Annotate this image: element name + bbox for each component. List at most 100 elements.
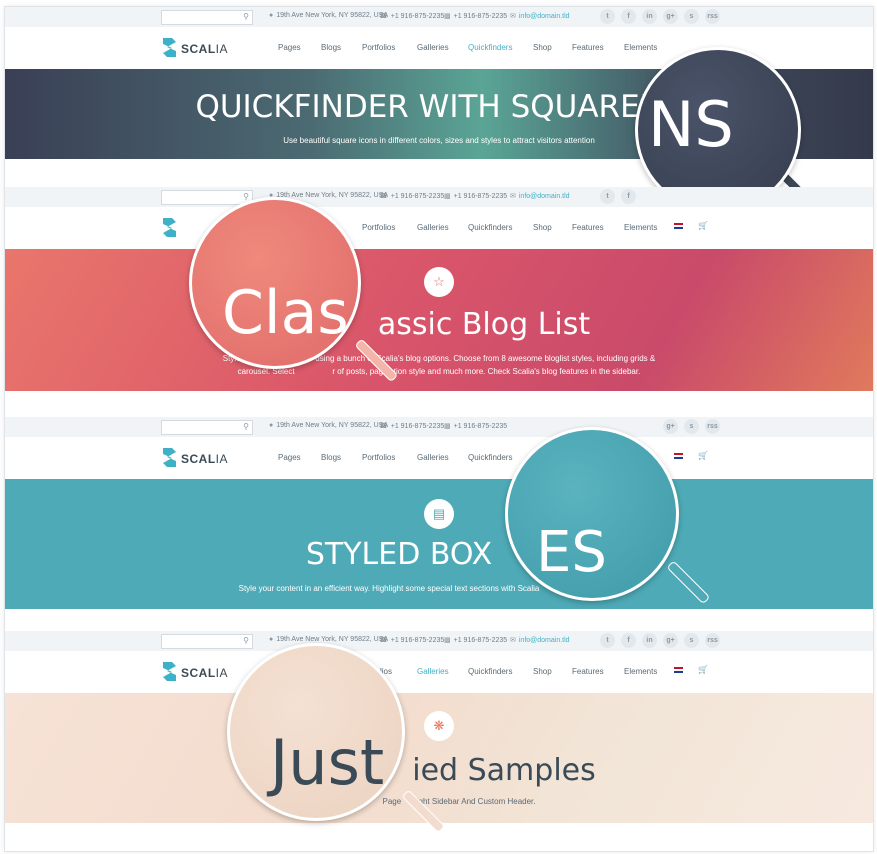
googleplus-icon[interactable]: g+ <box>663 419 678 434</box>
mail-icon: ✉ <box>510 637 516 644</box>
address-text: ●19th Ave New York, NY 95822, USA <box>269 636 389 643</box>
lens-text: NS <box>648 88 734 161</box>
twitter-icon[interactable]: t <box>600 633 615 648</box>
search-input[interactable]: ⚲ <box>161 420 253 435</box>
phone-text: ☎+1 916-875-2235 <box>379 637 445 644</box>
nav-pages[interactable]: Pages <box>278 43 301 52</box>
top-bar: ⚲ ●19th Ave New York, NY 95822, USA ☎+1 … <box>5 7 873 27</box>
nav-portfolios[interactable]: Portfolios <box>362 223 396 232</box>
stumbleupon-icon[interactable]: s <box>684 9 699 24</box>
language-flag-icon[interactable] <box>674 223 683 229</box>
twitter-icon[interactable]: t <box>600 9 615 24</box>
search-input[interactable]: ⚲ <box>161 190 253 205</box>
styled-boxes-banner: ▤ STYLED BOX Style your content in an ef… <box>5 479 873 609</box>
fax-icon: ▩ <box>444 193 451 200</box>
twitter-icon[interactable]: t <box>600 189 615 204</box>
googleplus-icon[interactable]: g+ <box>663 633 678 648</box>
logo-icon[interactable] <box>163 448 176 467</box>
cart-icon[interactable]: 🛒 <box>698 221 708 230</box>
facebook-icon[interactable]: f <box>621 9 636 24</box>
logo-icon[interactable] <box>163 662 176 681</box>
email-link[interactable]: ✉info@domain.tld <box>510 637 570 644</box>
language-flag-icon[interactable] <box>674 453 683 459</box>
facebook-icon[interactable]: f <box>621 633 636 648</box>
nav-quickfinders[interactable]: Quickfinders <box>468 667 513 676</box>
stumbleupon-icon[interactable]: s <box>684 633 699 648</box>
nav-elements[interactable]: Elements <box>624 43 658 52</box>
logo-icon[interactable] <box>163 38 176 57</box>
spiral-icon: ❋ <box>424 711 454 741</box>
googleplus-icon[interactable]: g+ <box>663 9 678 24</box>
page-subtitle: Page ight Sidebar And Custom Header. <box>382 797 536 806</box>
phone-text: ☎+1 916-875-2235 <box>379 13 445 20</box>
rss-icon[interactable]: rss <box>705 419 720 434</box>
search-icon[interactable]: ⚲ <box>243 636 249 645</box>
fax-text: ▩+1 916-875-2235 <box>444 193 508 200</box>
email-link[interactable]: ✉info@domain.tld <box>510 13 570 20</box>
search-icon[interactable]: ⚲ <box>243 12 249 21</box>
stumbleupon-icon[interactable]: s <box>684 419 699 434</box>
rss-icon[interactable]: rss <box>705 633 720 648</box>
nav-shop[interactable]: Shop <box>533 223 552 232</box>
page-title: STYLED BOX <box>305 537 493 572</box>
linkedin-icon[interactable]: in <box>642 9 657 24</box>
fax-icon: ▩ <box>444 13 451 20</box>
language-flag-icon[interactable] <box>674 667 683 673</box>
nav-features[interactable]: Features <box>572 667 604 676</box>
logo-icon[interactable] <box>163 218 176 237</box>
cart-icon[interactable]: 🛒 <box>698 665 708 674</box>
logo-text[interactable]: SCALIA <box>181 666 229 680</box>
nav-portfolios[interactable]: Portfolios <box>362 43 396 52</box>
cart-icon[interactable]: 🛒 <box>698 451 708 460</box>
mail-icon: ✉ <box>510 193 516 200</box>
nav-elements[interactable]: Elements <box>624 667 658 676</box>
section-blog: ⚲ ●19th Ave New York, NY 95822, USA ☎+1 … <box>5 187 873 417</box>
nav-portfolios[interactable]: lios <box>380 667 393 676</box>
fax-text: ▩+1 916-875-2235 <box>444 13 508 20</box>
fax-text: ▩+1 916-875-2235 <box>444 423 508 430</box>
main-nav: SCALIA Pages Blogs Portfolios Galleries … <box>5 437 873 479</box>
nav-shop[interactable]: Shop <box>533 667 552 676</box>
search-icon[interactable]: ⚲ <box>243 422 249 431</box>
search-icon[interactable]: ⚲ <box>243 192 249 201</box>
address-text: ●19th Ave New York, NY 95822, USA <box>269 422 389 429</box>
page-subtitle: Use beautiful square icons in different … <box>283 136 595 145</box>
nav-portfolios[interactable]: Portfolios <box>362 453 396 462</box>
nav-features[interactable]: Features <box>572 43 604 52</box>
linkedin-icon[interactable]: in <box>642 633 657 648</box>
nav-elements[interactable]: Elements <box>624 223 658 232</box>
page-subtitle-line2: carousel. Select r of posts, pagination … <box>237 367 641 376</box>
page-title: assic Blog List <box>377 307 591 342</box>
logo-text[interactable]: SCALIA <box>181 42 229 56</box>
section-justified: ⚲ ●19th Ave New York, NY 95822, USA ☎+1 … <box>5 631 873 851</box>
phone-icon: ☎ <box>379 193 388 200</box>
nav-galleries[interactable]: Galleries <box>417 667 449 676</box>
search-input[interactable]: ⚲ <box>161 10 253 25</box>
nav-quickfinders[interactable]: Quickfinders <box>468 223 513 232</box>
nav-shop[interactable]: Shop <box>533 43 552 52</box>
logo-text[interactable]: SCALIA <box>181 452 229 466</box>
nav-galleries[interactable]: Galleries <box>417 223 449 232</box>
blog-banner: ☆ assic Blog List Style & publish y usin… <box>5 249 873 391</box>
nav-galleries[interactable]: Galleries <box>417 453 449 462</box>
nav-galleries[interactable]: Galleries <box>417 43 449 52</box>
phone-text: ☎+1 916-875-2235 <box>379 423 445 430</box>
nav-blogs[interactable]: Blogs <box>321 43 342 52</box>
section-styled-boxes: ⚲ ●19th Ave New York, NY 95822, USA ☎+1 … <box>5 417 873 632</box>
nav-blogs[interactable]: Blogs <box>321 453 342 462</box>
rss-icon[interactable]: rss <box>705 9 720 24</box>
main-nav: SCALIA lios Galleries Quickfinders Shop … <box>5 651 873 693</box>
star-icon: ☆ <box>424 267 454 297</box>
facebook-icon[interactable]: f <box>621 189 636 204</box>
nav-pages[interactable]: Pages <box>278 453 301 462</box>
magnifier-lens: NS <box>635 47 801 213</box>
location-icon: ● <box>269 636 274 643</box>
search-input[interactable]: ⚲ <box>161 634 253 649</box>
nav-quickfinders[interactable]: Quickfinders <box>468 453 513 462</box>
nav-features[interactable]: Features <box>572 223 604 232</box>
page-title: QUICKFINDER WITH SQUARED I <box>195 89 683 125</box>
email-link[interactable]: ✉info@domain.tld <box>510 193 570 200</box>
nav-quickfinders[interactable]: Quickfinders <box>468 43 513 52</box>
id-card-icon: ▤ <box>424 499 454 529</box>
section-quickfinders: ⚲ ●19th Ave New York, NY 95822, USA ☎+1 … <box>5 7 873 187</box>
